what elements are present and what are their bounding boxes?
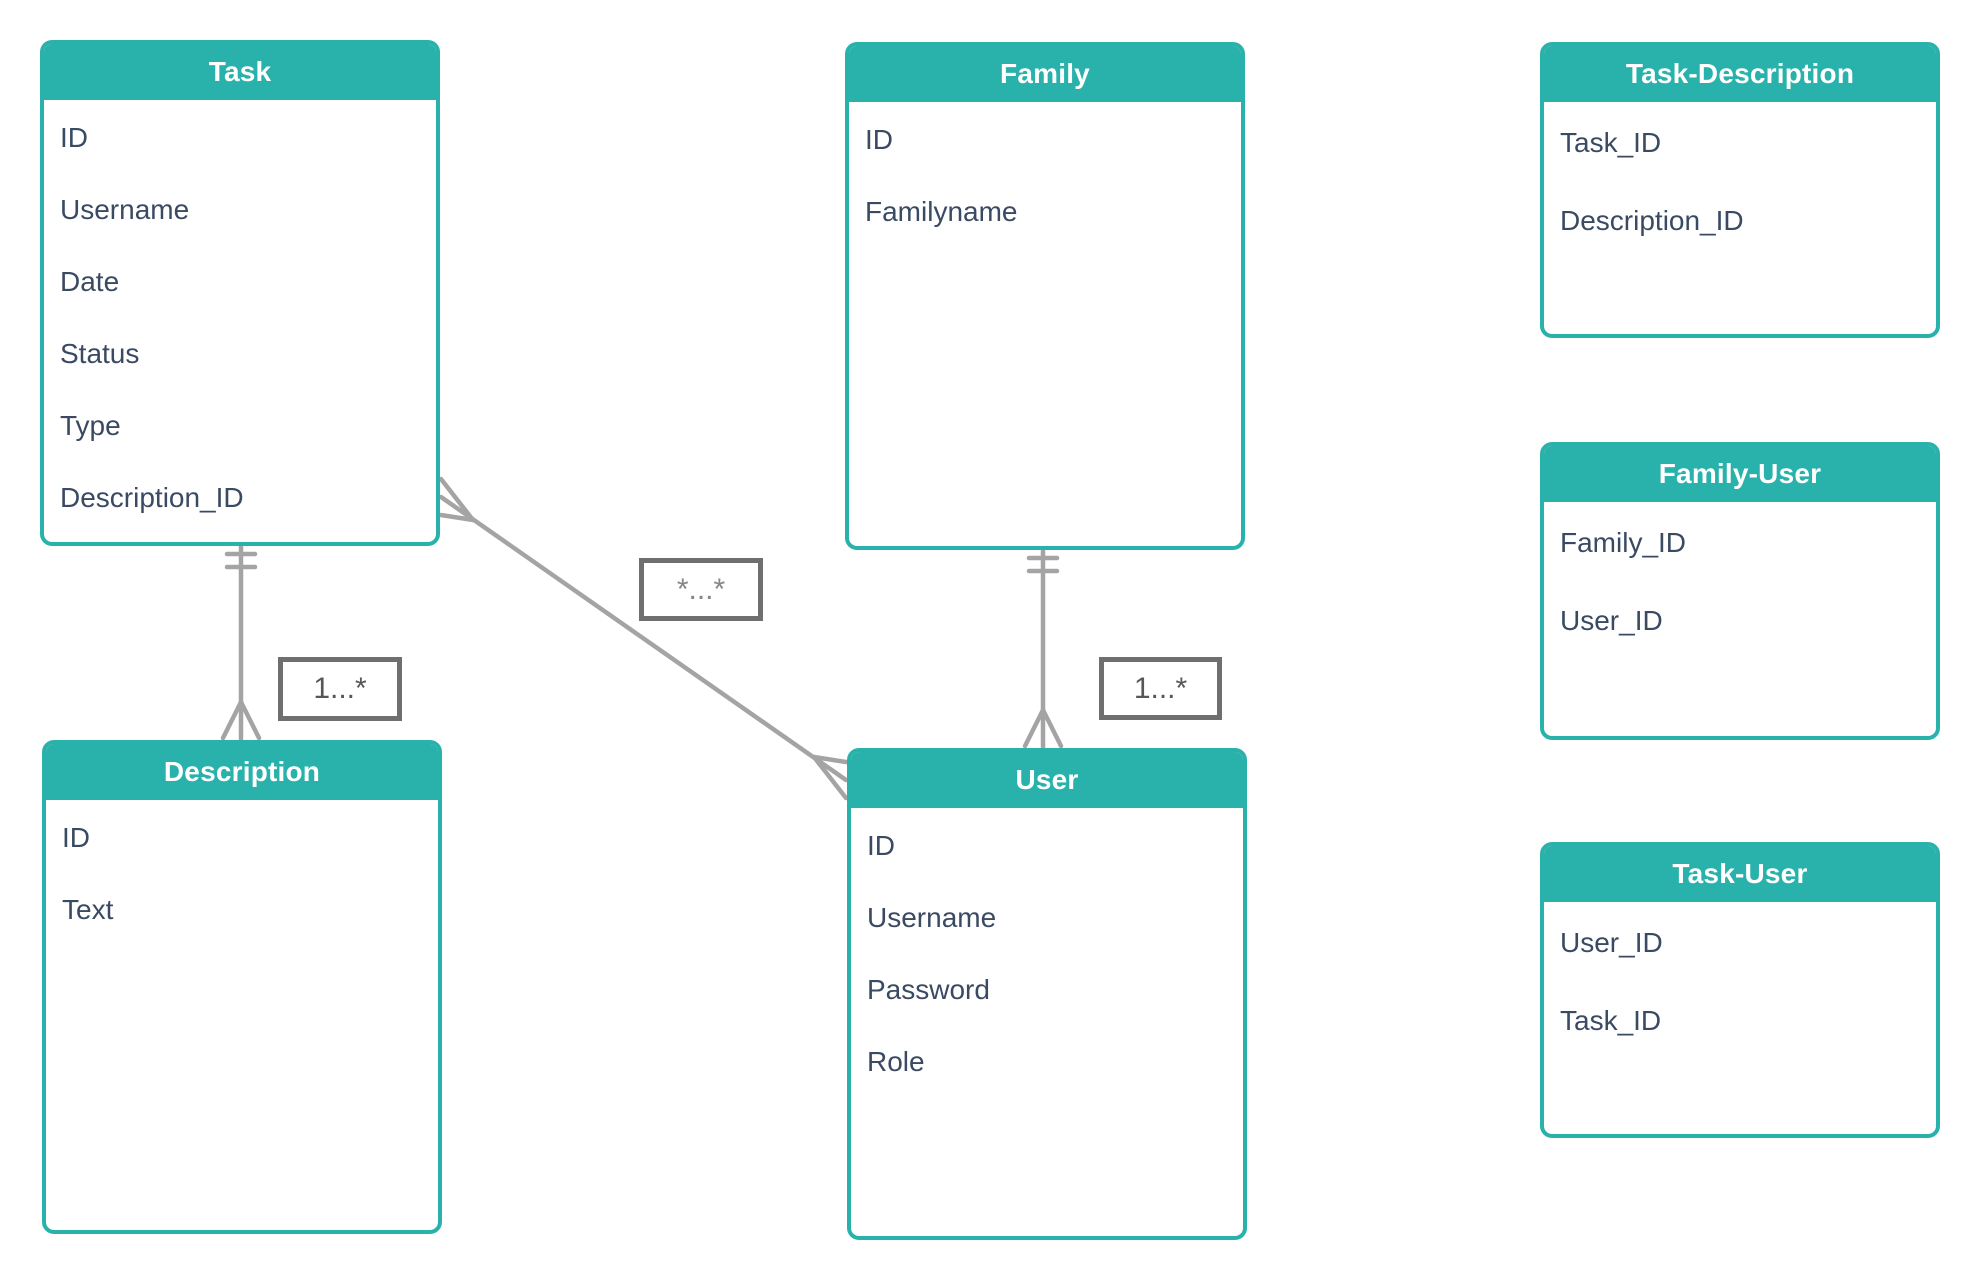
field-type: Type bbox=[60, 410, 121, 441]
connector-family-user[interactable] bbox=[1022, 548, 1064, 750]
connector-task-user[interactable] bbox=[438, 476, 849, 801]
field-status: Status bbox=[60, 338, 140, 369]
entity-title: Description bbox=[163, 756, 321, 787]
entity-task-description[interactable]: Task-Description Task_ID Description_ID bbox=[1540, 42, 1940, 338]
field-user-id: User_ID bbox=[1560, 927, 1663, 958]
field-date: Date bbox=[60, 266, 120, 297]
entity-description-body: ID Text bbox=[46, 800, 438, 946]
field-description-id: Description_ID bbox=[60, 482, 244, 513]
entity-task-body: ID Username Date Status Type Description… bbox=[44, 100, 436, 534]
field-id: ID bbox=[62, 822, 90, 853]
entity-task[interactable]: Task ID Username Date Status Type Descri… bbox=[40, 40, 440, 546]
field-description-id: Description_ID bbox=[1560, 205, 1744, 236]
entity-description-header: Description bbox=[46, 744, 438, 800]
entity-description[interactable]: Description ID Text bbox=[42, 740, 442, 1234]
field-username: Username bbox=[867, 902, 997, 933]
entity-title: Task-Description bbox=[1625, 58, 1855, 89]
field-familyname: Familyname bbox=[865, 196, 1018, 227]
field-password: Password bbox=[867, 974, 990, 1005]
entity-family-user-header: Family-User bbox=[1544, 446, 1936, 502]
field-username: Username bbox=[60, 194, 190, 225]
field-role: Role bbox=[867, 1046, 925, 1077]
entity-title: Family-User bbox=[1658, 458, 1822, 489]
entity-user-header: User bbox=[851, 752, 1243, 808]
entity-task-description-header: Task-Description bbox=[1544, 46, 1936, 102]
field-id: ID bbox=[865, 124, 893, 155]
entity-family-header: Family bbox=[849, 46, 1241, 102]
entity-family-body: ID Familyname bbox=[849, 102, 1241, 248]
entity-title: User bbox=[1015, 764, 1079, 795]
entity-user[interactable]: User ID Username Password Role bbox=[847, 748, 1247, 1240]
entity-title: Task bbox=[208, 56, 272, 87]
field-task-id: Task_ID bbox=[1560, 1005, 1662, 1036]
entity-title: Task-User bbox=[1672, 858, 1808, 889]
field-task-id: Task_ID bbox=[1560, 127, 1662, 158]
field-family-id: Family_ID bbox=[1560, 527, 1687, 558]
entity-title: Family bbox=[1000, 58, 1090, 89]
entity-family-user[interactable]: Family-User Family_ID User_ID bbox=[1540, 442, 1940, 740]
field-id: ID bbox=[867, 830, 895, 861]
entity-family[interactable]: Family ID Familyname bbox=[845, 42, 1245, 550]
field-id: ID bbox=[60, 122, 88, 153]
field-text: Text bbox=[62, 894, 114, 925]
connector-task-description[interactable] bbox=[220, 543, 262, 742]
field-user-id: User_ID bbox=[1560, 605, 1663, 636]
cardinality-label-task-description[interactable]: 1...* bbox=[278, 657, 402, 721]
cardinality-label-task-user[interactable]: *...* bbox=[639, 558, 763, 621]
entity-family-user-body: Family_ID User_ID bbox=[1544, 502, 1936, 660]
cardinality-label-family-user[interactable]: 1...* bbox=[1099, 657, 1222, 720]
entity-task-user-header: Task-User bbox=[1544, 846, 1936, 902]
entity-task-header: Task bbox=[44, 44, 436, 100]
entity-user-body: ID Username Password Role bbox=[851, 808, 1243, 1098]
entity-task-user-body: User_ID Task_ID bbox=[1544, 902, 1936, 1060]
entity-task-description-body: Task_ID Description_ID bbox=[1544, 102, 1936, 260]
entity-task-user[interactable]: Task-User User_ID Task_ID bbox=[1540, 842, 1940, 1138]
